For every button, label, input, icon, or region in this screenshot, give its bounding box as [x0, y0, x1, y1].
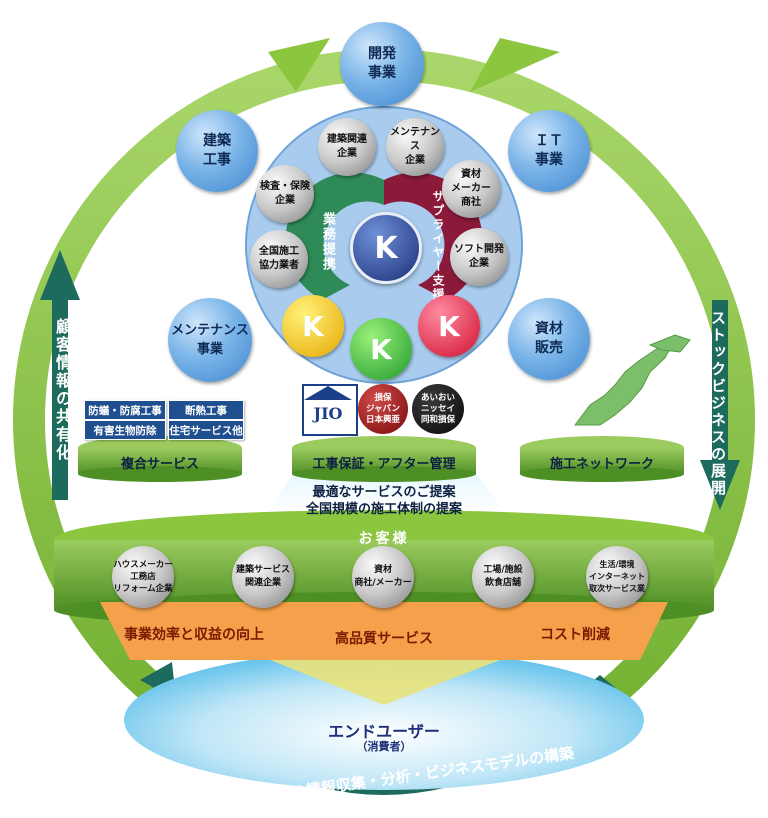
proposal-line-2: 全国規模の施工体制の提案	[305, 502, 462, 517]
tag-termite: 防蟻・防腐工事	[84, 400, 166, 420]
arc-label-supplier: サプライヤー支援	[431, 190, 445, 302]
platform-label-network: 施工ネットワーク	[549, 457, 654, 472]
tag-insulation: 断熱工事	[168, 400, 244, 420]
customer-lifestyle: 生活/環境 インターネット 取次サービス業	[586, 546, 648, 608]
end-user-label: エンドユーザー	[328, 722, 440, 741]
jio-logo: JIO	[302, 384, 358, 436]
bubble-inspection: 検査・保険 企業	[256, 165, 314, 223]
arc-label-partnership: 業務提携	[320, 212, 335, 272]
bubble-building-related: 建築関連 企業	[318, 118, 376, 176]
bubble-construction: 建築 工事	[176, 110, 258, 192]
platform-label-combined: 複合サービス	[120, 457, 199, 472]
japan-map	[574, 342, 673, 426]
tag-housing: 住宅サービス他	[168, 420, 244, 440]
bubble-maintenance: メンテナンス 事業	[168, 298, 252, 382]
bubble-development: 開発 事業	[340, 22, 424, 106]
bubble-contractors: 全国施工 協力業者	[250, 230, 308, 288]
ring-text-left: 顧客情報の共有化	[53, 318, 72, 462]
benefit-efficiency: 事業効率と収益の向上	[124, 627, 264, 643]
ring-arrowhead	[268, 38, 330, 92]
proposal-line-1: 最適なサービスのご提案	[312, 485, 456, 500]
bubble-it: ＩＴ 事業	[508, 110, 590, 192]
center-k-logo: K	[350, 212, 422, 284]
customer-materials: 資材 商社/メーカー	[352, 546, 414, 608]
tag-pest: 有害生物防除	[84, 420, 166, 440]
bubble-materials: 資材 販売	[508, 298, 590, 380]
customers-title: お客様	[358, 531, 410, 547]
aioi-badge: あいおい ニッセイ 同和損保	[412, 384, 464, 434]
sompo-badge: 損保 ジャパン 日本興亜	[358, 384, 408, 434]
k-logo-green: K	[350, 318, 412, 380]
customer-factory: 工場/施設 飲食店舗	[472, 546, 534, 608]
k-logo-red: K	[418, 295, 480, 357]
k-logo-yellow: K	[282, 295, 344, 357]
benefit-cost: コスト削減	[540, 627, 610, 643]
ring-text-right: ストックビジネスの展開	[709, 310, 727, 497]
bubble-maintenance-co: メンテナンス 企業	[386, 118, 444, 176]
benefit-quality: 高品質サービス	[335, 631, 433, 647]
platform-label-warranty: 工事保証・アフター管理	[312, 457, 456, 472]
customer-building-service: 建築サービス 関連企業	[232, 546, 294, 608]
end-user-sub: （消費者）	[356, 740, 412, 753]
ring-arrowhead	[470, 38, 560, 92]
bubble-materials-maker: 資材 メーカー 商社	[442, 160, 500, 218]
bubble-software: ソフト開発 企業	[450, 228, 508, 286]
customer-housemaker: ハウスメーカー 工務店 リフォーム企業	[112, 546, 174, 608]
